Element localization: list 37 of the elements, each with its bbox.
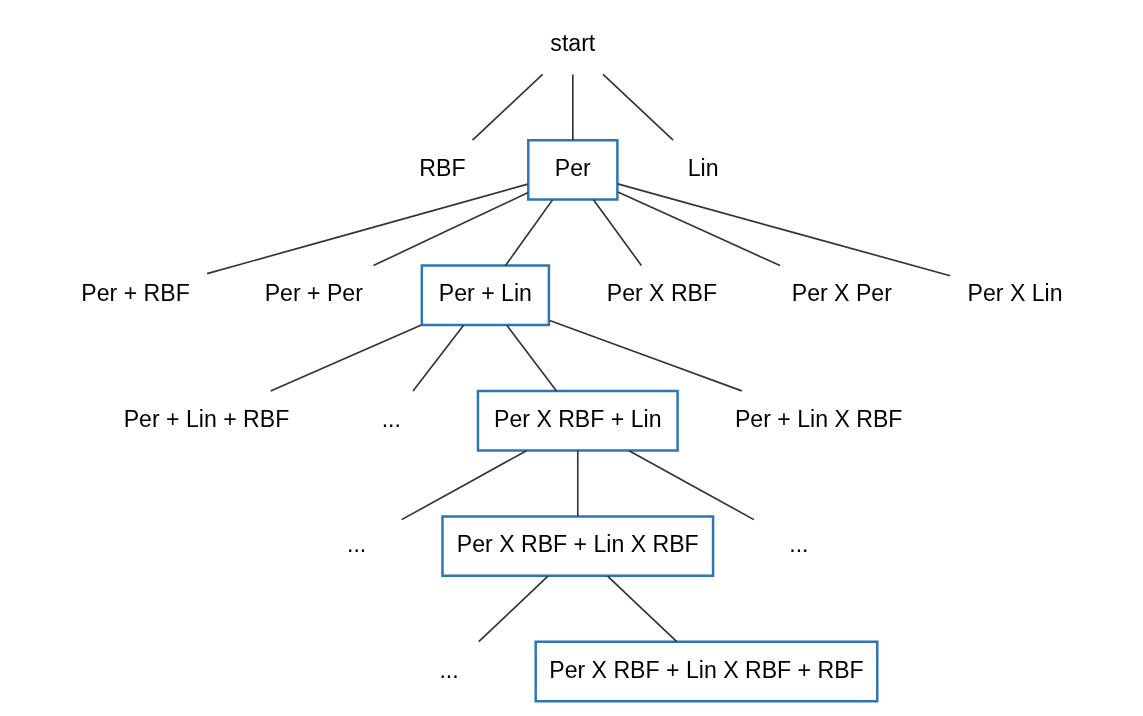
node-text: Per X Per — [791, 280, 892, 307]
node-box: Per X RBF + Lin — [476, 389, 679, 452]
connector — [477, 575, 549, 643]
node-text: Per + Per — [264, 280, 363, 307]
node-text: Per + Lin + RBF — [123, 405, 289, 432]
connector — [471, 73, 543, 141]
connector — [576, 449, 579, 518]
connector — [504, 199, 553, 267]
connector — [411, 324, 464, 392]
connector — [592, 199, 642, 267]
node-box: Per X RBF + Lin X RBF — [440, 515, 714, 578]
node-text: Per X Lin — [967, 280, 1063, 307]
connector — [616, 183, 951, 277]
node-text: start — [549, 29, 595, 56]
connector — [548, 319, 743, 392]
connector — [606, 575, 678, 643]
connector — [616, 191, 781, 267]
node-text: RBF — [418, 155, 466, 181]
connector — [205, 183, 528, 275]
node-text: Per X RBF — [606, 280, 717, 307]
node-box: Per + Lin — [420, 264, 550, 327]
connector — [505, 324, 557, 392]
connector — [372, 192, 529, 267]
node-text: ... — [438, 656, 459, 683]
connector — [627, 449, 755, 521]
connector — [601, 73, 674, 141]
connector — [571, 73, 574, 141]
node-text: ... — [381, 405, 401, 432]
node-box: Per X RBF + Lin X RBF + RBF — [533, 640, 878, 703]
connector — [400, 449, 527, 521]
connector — [269, 324, 422, 392]
node-text: ... — [788, 531, 809, 558]
node-text: Per + RBF — [80, 280, 190, 307]
node-text: Per + Lin X RBF — [734, 405, 902, 432]
node-box: Per — [526, 138, 619, 201]
node-text: ... — [346, 531, 366, 558]
node-text: Lin — [687, 155, 719, 181]
